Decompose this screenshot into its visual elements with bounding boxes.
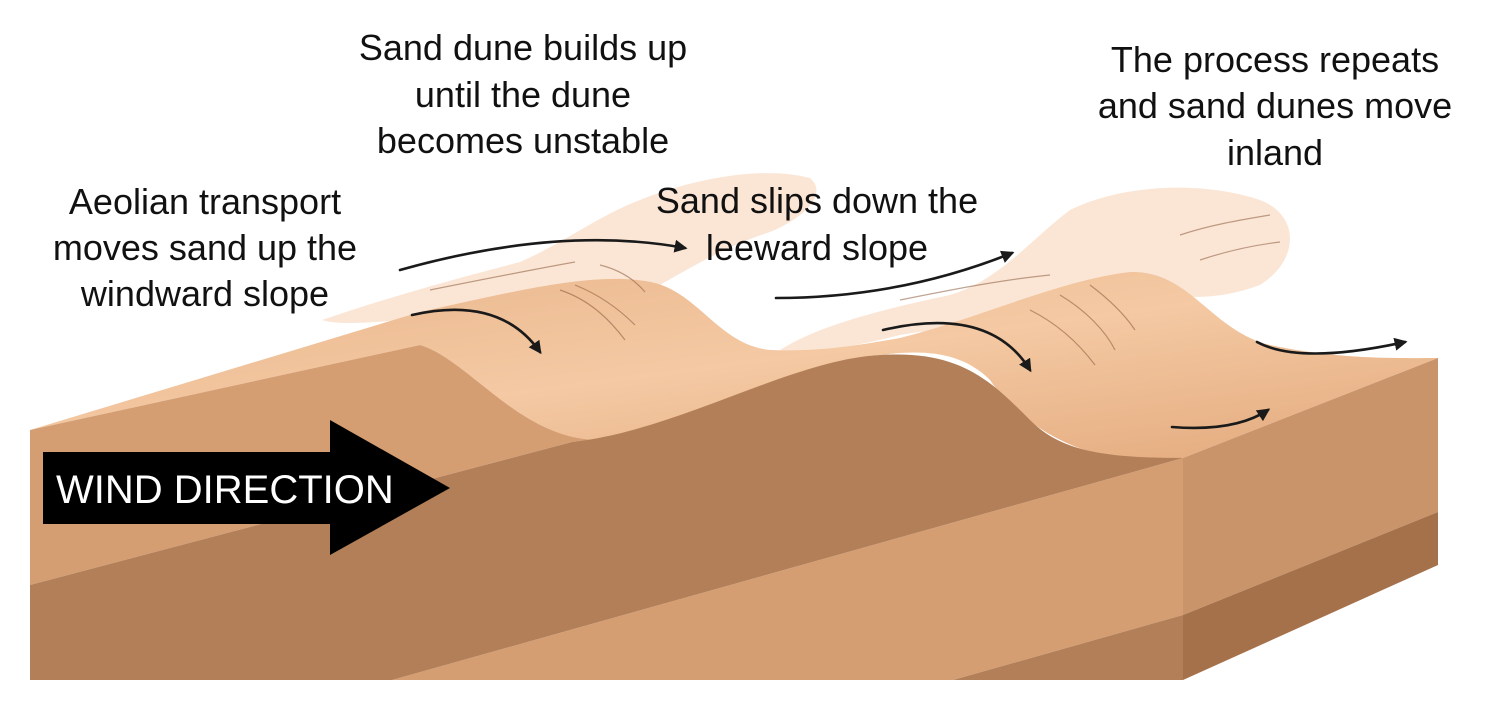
label-line: inland xyxy=(1227,132,1323,173)
label-sand-slips: Sand slips down the leeward slope xyxy=(656,180,978,268)
side-face-lower-layer xyxy=(1183,512,1438,680)
sand-cloud-left xyxy=(322,173,817,324)
side-face xyxy=(1183,358,1438,615)
label-line: until the dune xyxy=(415,74,631,115)
label-line: becomes unstable xyxy=(377,120,669,161)
label-process-repeats: The process repeats and sand dunes move … xyxy=(1098,39,1452,173)
flow-arrow-over-dune-2 xyxy=(774,250,1015,300)
flow-arrow-over-dune-1 xyxy=(398,238,688,272)
flow-arrow-inland-upper xyxy=(1255,337,1408,355)
flow-arrow-slip-dune-2 xyxy=(881,321,1032,373)
flow-arrow-slip-dune-1 xyxy=(410,308,542,355)
front-face-dark-layer xyxy=(30,354,1183,680)
label-line: Sand slips down the xyxy=(656,180,978,221)
sand-cloud-right xyxy=(780,187,1290,352)
dune-surface xyxy=(30,271,1438,458)
label-line: Sand dune builds up xyxy=(359,27,687,68)
label-line: The process repeats xyxy=(1111,39,1439,80)
wind-direction-label: WIND DIRECTION xyxy=(56,468,394,512)
label-dune-builds-up: Sand dune builds up until the dune becom… xyxy=(359,27,687,161)
front-face-lower-dark-layer xyxy=(953,615,1183,680)
flow-arrow-inland-lower xyxy=(1170,408,1271,430)
label-line: Aeolian transport xyxy=(69,181,341,222)
label-line: windward slope xyxy=(80,273,329,314)
label-line: and sand dunes move xyxy=(1098,85,1452,126)
label-aeolian-transport: Aeolian transport moves sand up the wind… xyxy=(53,181,357,314)
wind-direction-arrow: WIND DIRECTION xyxy=(43,420,450,555)
sand-streaks xyxy=(429,214,1281,366)
label-line: moves sand up the xyxy=(53,227,357,268)
label-line: leeward slope xyxy=(706,227,928,268)
